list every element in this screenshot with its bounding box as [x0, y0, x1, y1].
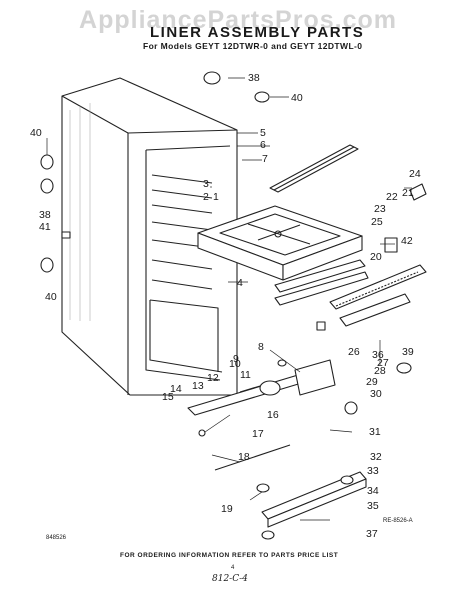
- callout-42: 42: [401, 235, 413, 247]
- callout-15: 15: [162, 391, 174, 403]
- callout-6: 6: [260, 139, 266, 151]
- callout-28: 28: [374, 365, 386, 377]
- callout-36: 36: [372, 349, 384, 361]
- callout-40: 40: [30, 127, 42, 139]
- liner-cabinet: [61, 77, 238, 396]
- drawing-code: RE-8526-A: [383, 518, 413, 524]
- callout-19: 19: [221, 503, 233, 515]
- callout-2: 2: [203, 191, 209, 203]
- callout-35: 35: [367, 500, 379, 512]
- callout-5: 5: [260, 127, 266, 139]
- small-parts: [40, 71, 427, 540]
- callout-25: 25: [371, 216, 383, 228]
- ordering-footer: FOR ORDERING INFORMATION REFER TO PARTS …: [120, 552, 339, 559]
- callout-14: 14: [170, 383, 182, 395]
- callout-33: 33: [367, 465, 379, 477]
- callout-37: 37: [366, 528, 378, 540]
- callout-17: 17: [252, 428, 264, 440]
- callout-23: 23: [374, 203, 386, 215]
- callout-16: 16: [267, 409, 279, 421]
- callout-30: 30: [370, 388, 382, 400]
- callout-11: 11: [240, 369, 251, 381]
- callout-39: 39: [402, 346, 414, 358]
- drawer-tray: [197, 205, 363, 281]
- callout-38: 38: [248, 72, 260, 84]
- callout-40: 40: [45, 291, 57, 303]
- callout-34: 34: [367, 485, 379, 497]
- watermark: AppliancePartsPros.com: [79, 6, 397, 34]
- callout-38: 38: [39, 209, 51, 221]
- callout-3: 3: [203, 178, 209, 190]
- callout-20: 20: [370, 251, 382, 263]
- callout-29: 29: [366, 376, 378, 388]
- callout-32: 32: [370, 451, 382, 463]
- leader-lines: [46, 77, 412, 521]
- callout-13: 13: [192, 380, 204, 392]
- document-code: 848526: [46, 535, 67, 541]
- page-number: 4: [231, 565, 235, 571]
- callout-8: 8: [258, 341, 264, 353]
- callout-1: 1: [213, 191, 219, 203]
- callout-10: 10: [229, 358, 241, 370]
- callout-18: 18: [238, 451, 250, 463]
- callout-41: 41: [39, 221, 51, 233]
- callout-26: 26: [348, 346, 360, 358]
- upper-rail: [269, 144, 359, 193]
- callout-27: 27: [377, 357, 389, 369]
- callout-31: 31: [369, 426, 381, 438]
- callout-22: 22: [386, 191, 398, 203]
- callout-12: 12: [207, 372, 219, 384]
- lower-trim: [214, 444, 367, 528]
- callout-9: 9: [233, 353, 239, 365]
- lower-rails: [274, 259, 427, 327]
- light-housing: [187, 359, 336, 416]
- callout-40: 40: [291, 92, 303, 104]
- page-title: LINER ASSEMBLY PARTS: [150, 24, 365, 41]
- handwritten-note: 812-C-4: [212, 574, 248, 584]
- callout-4: 4: [237, 277, 243, 289]
- callout-21: 21: [402, 187, 414, 199]
- callout-24: 24: [409, 168, 421, 180]
- callout-7: 7: [262, 153, 268, 165]
- page-subtitle: For Models GEYT 12DTWR-0 and GEYT 12DTWL…: [143, 41, 363, 51]
